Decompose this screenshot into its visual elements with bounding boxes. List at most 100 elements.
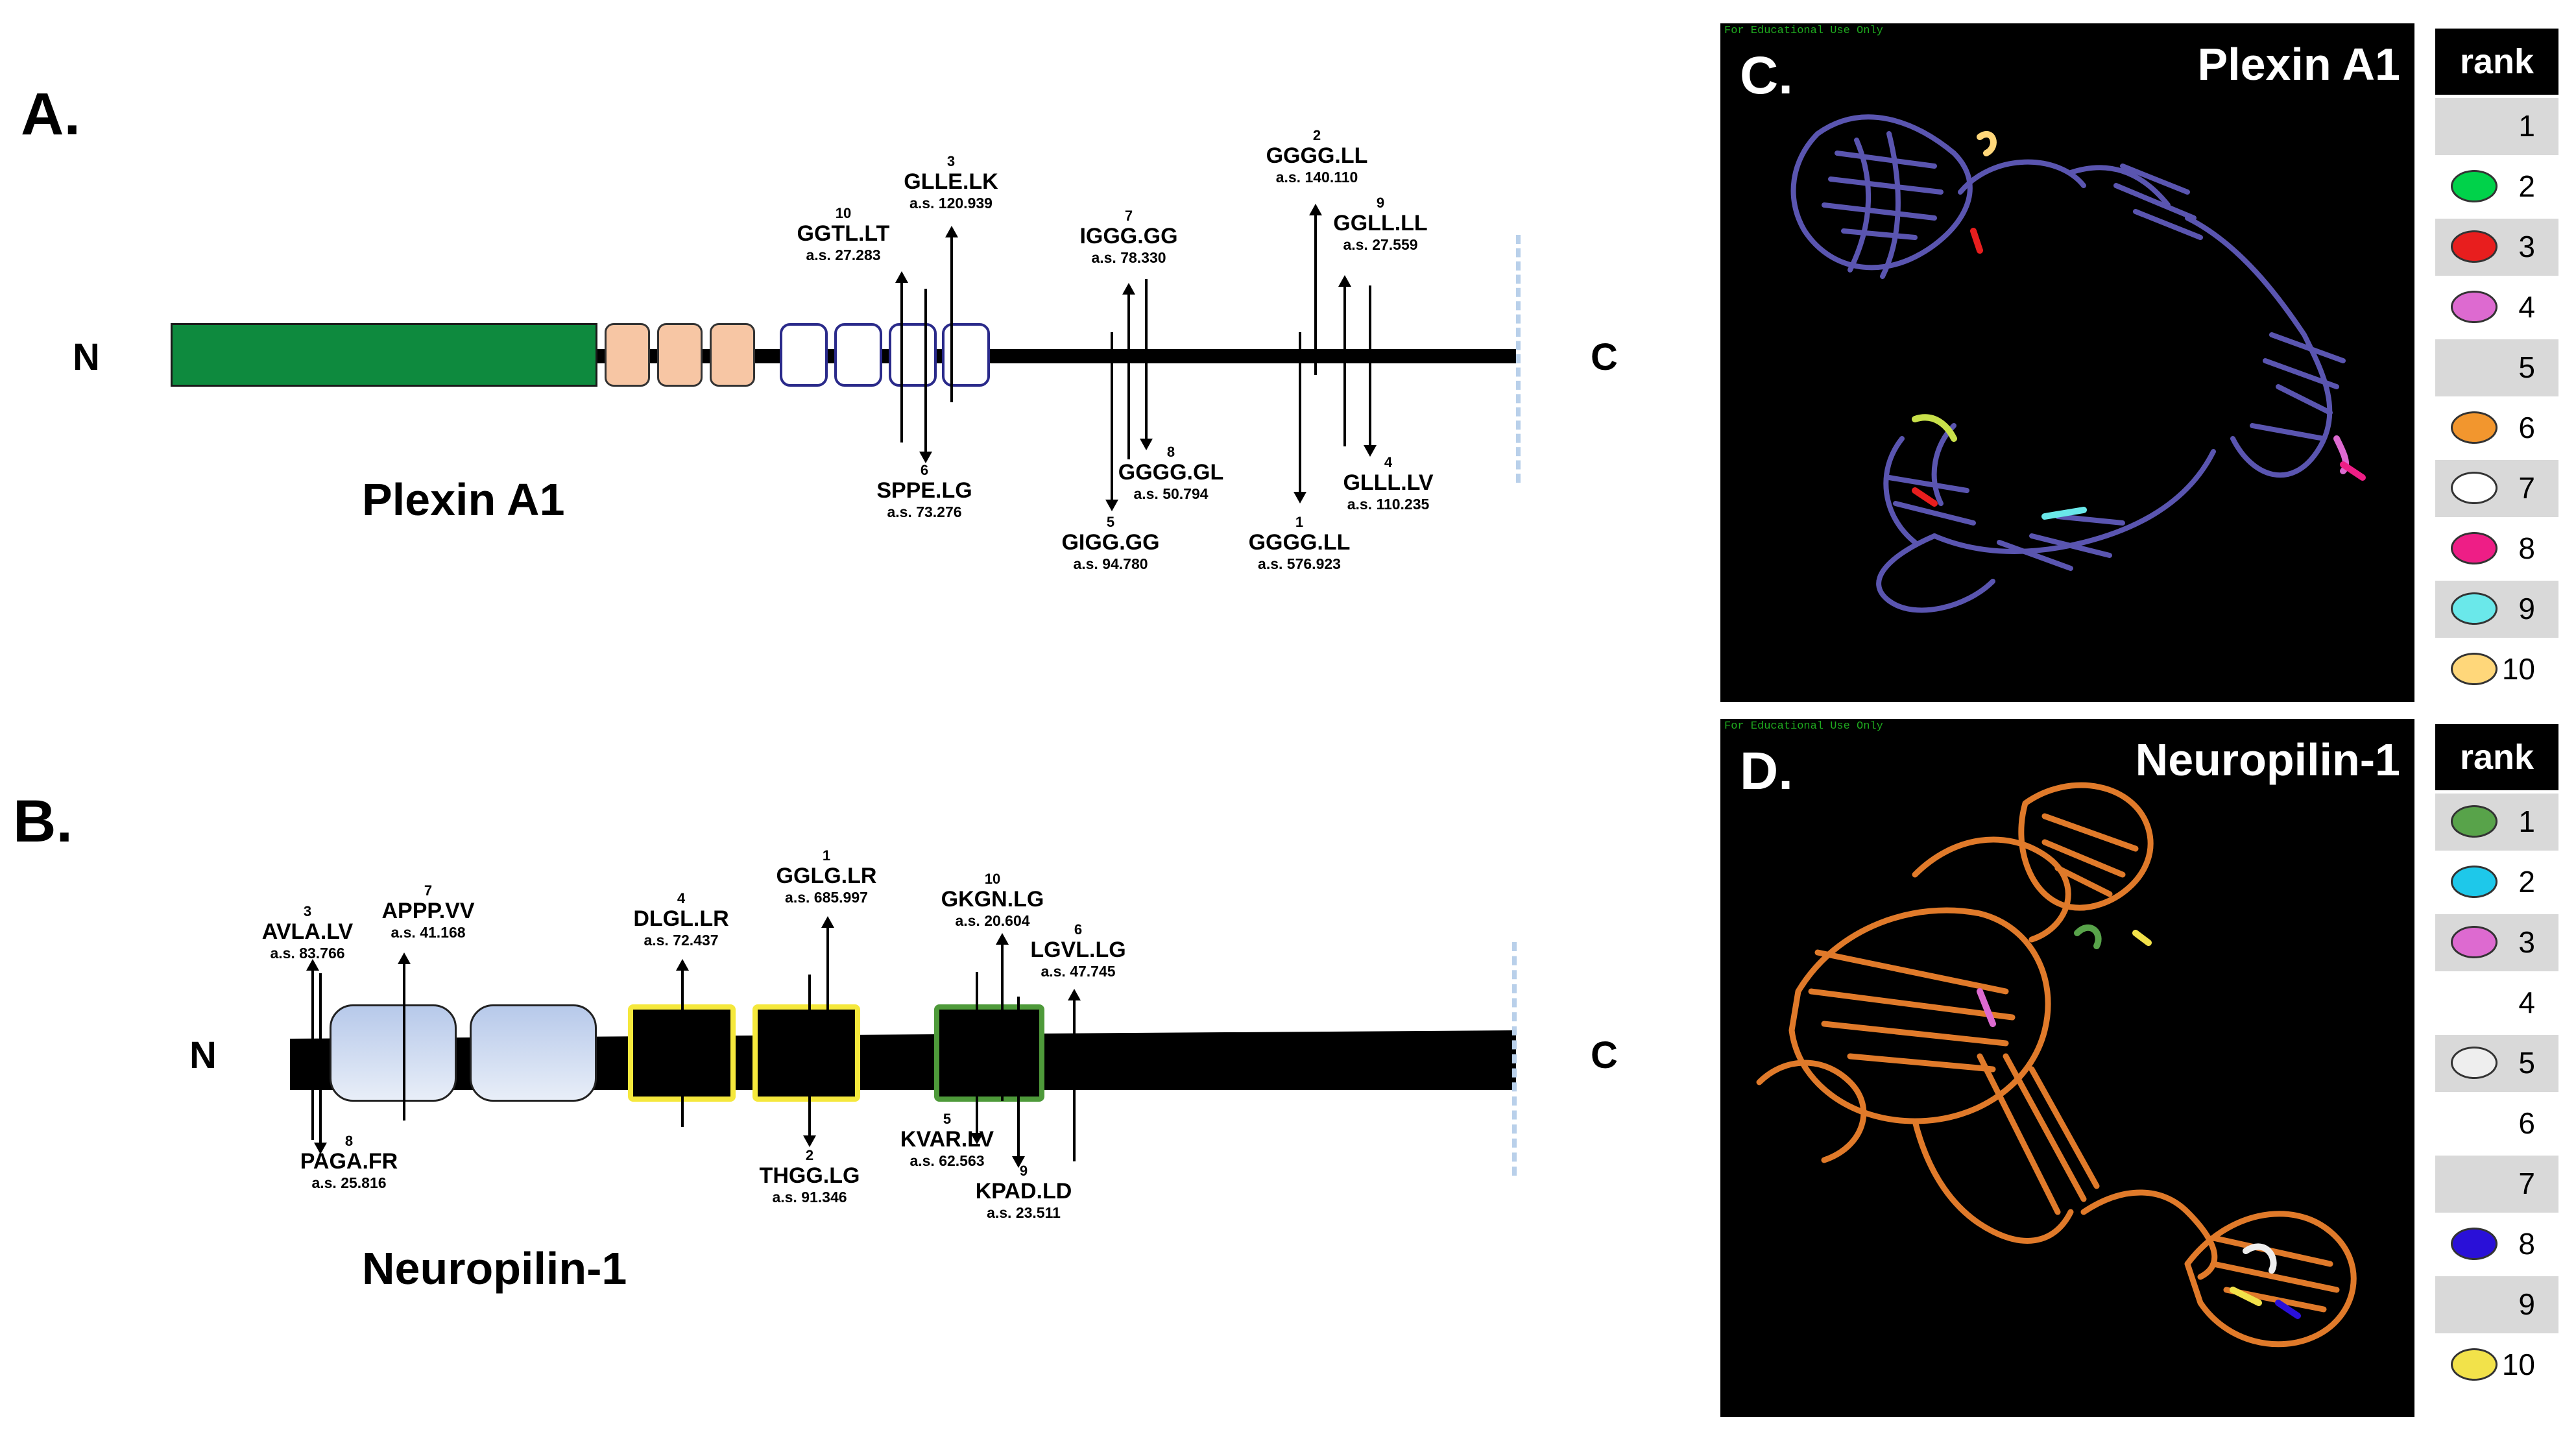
neuropilin-arrow-8 xyxy=(314,973,327,1154)
plexin-c-terminus: C xyxy=(1591,336,1618,378)
plexin-rank-row: 4 xyxy=(2435,279,2558,336)
plexin-structure-title: Plexin A1 xyxy=(2197,39,2400,90)
plexin-watermark: For Educational Use Only xyxy=(1724,25,1883,37)
neuropilin-rank-row: 4 xyxy=(2518,986,2535,1019)
rank-color-swatch xyxy=(2451,1348,2498,1381)
neuropilin-rank-row: 5 xyxy=(2435,1035,2558,1092)
plexin-ipt-domain-2 xyxy=(834,323,882,387)
plexin-arrow-3 xyxy=(945,226,958,402)
plexin-arrow-8 xyxy=(1140,279,1153,450)
plexin-arrow-9 xyxy=(1338,275,1351,446)
neuropilin-cub-domain-1 xyxy=(330,1004,457,1102)
neuropilin-arrow-7 xyxy=(398,952,411,1121)
plexin-name: Plexin A1 xyxy=(362,474,565,525)
plexin-rank-header: rank xyxy=(2435,29,2558,95)
neuropilin-arrow-4 xyxy=(676,959,689,1127)
rank-color-swatch xyxy=(2451,532,2498,564)
neuropilin-rank-row: 7 xyxy=(2435,1156,2558,1213)
plexin-arrow-10 xyxy=(895,271,908,442)
plexin-arrow-6 xyxy=(919,289,932,463)
neuropilin-rank-row: 2 xyxy=(2435,854,2558,911)
plexin-arrow-5 xyxy=(1105,332,1118,511)
rank-color-swatch xyxy=(2451,1228,2498,1260)
panel-d-label: D. xyxy=(1740,742,1793,801)
neuropilin-arrow-6 xyxy=(1068,989,1081,1161)
plexin-n-terminus: N xyxy=(73,336,100,378)
plexin-arrow-4 xyxy=(1364,285,1377,457)
plexin-psi-domain-1 xyxy=(605,323,650,387)
plexin-ipt-domain-4 xyxy=(942,323,990,387)
plexin-structure-render: For Educational Use Only C. Plexin A1 xyxy=(1720,23,2414,702)
neuropilin-arrow-9 xyxy=(1012,997,1025,1168)
rank-color-swatch xyxy=(2451,472,2498,504)
rank-color-swatch xyxy=(2451,805,2498,838)
plexin-arrow-7 xyxy=(1122,283,1135,459)
panel-b-label: B. xyxy=(13,788,73,854)
rank-color-swatch xyxy=(2451,411,2498,444)
plexin-rank-row: 10 xyxy=(2435,641,2558,698)
neuropilin-mam-domain xyxy=(934,1004,1044,1102)
neuropilin-arrow-1 xyxy=(821,916,834,1094)
neuropilin-rank-row: 8 xyxy=(2435,1216,2558,1273)
neuropilin-ribbon-image xyxy=(1756,782,2357,1348)
rank-color-swatch xyxy=(2451,592,2498,625)
plexin-ipt-domain-3 xyxy=(889,323,937,387)
neuropilin-rank-row: 10 xyxy=(2435,1337,2558,1394)
neuropilin-fv-domain-2 xyxy=(752,1004,860,1102)
neuropilin-c-terminus: C xyxy=(1591,1034,1618,1076)
plexin-psi-domain-2 xyxy=(657,323,703,387)
plexin-rank-row: 6 xyxy=(2435,400,2558,457)
plexin-rank-row: 1 xyxy=(2435,98,2558,155)
plexin-rank-row: 9 xyxy=(2435,581,2558,638)
plexin-rank-legend: rank 1 2 3 4 5 6 7 8 9 10 xyxy=(2435,29,2558,698)
neuropilin-rank-header: rank xyxy=(2435,724,2558,790)
neuropilin-arrow-3 xyxy=(306,959,319,1140)
rank-color-swatch xyxy=(2451,291,2498,323)
rank-color-swatch xyxy=(2451,1047,2498,1079)
neuropilin-arrow-10 xyxy=(996,933,1009,1101)
rank-color-swatch xyxy=(2451,926,2498,958)
plexin-sema-domain xyxy=(171,323,597,387)
neuropilin-n-terminus: N xyxy=(189,1034,217,1076)
neuropilin-structure-render: For Educational Use Only D. Neuropilin-1 xyxy=(1720,719,2414,1417)
rank-color-swatch xyxy=(2451,230,2498,263)
plexin-rank-row: 5 xyxy=(2435,339,2558,396)
plexin-ribbon-image xyxy=(1790,114,2366,613)
panel-a-label: A. xyxy=(21,81,80,147)
neuropilin-structure-title: Neuropilin-1 xyxy=(2135,734,2400,785)
neuropilin-rank-row: 3 xyxy=(2435,914,2558,971)
neuropilin-rank-row: 6 xyxy=(2518,1106,2535,1140)
plexin-rank-row: 3 xyxy=(2435,219,2558,276)
neuropilin-watermark: For Educational Use Only xyxy=(1724,720,1883,733)
neuropilin-rank-legend: rank 1 2 3 4 5 6 7 8 9 10 xyxy=(2435,724,2558,1394)
neuropilin-name: Neuropilin-1 xyxy=(362,1243,627,1294)
neuropilin-arrow-5 xyxy=(970,972,983,1145)
neuropilin-dashed-end xyxy=(1512,942,1517,1176)
neuropilin-rank-row: 1 xyxy=(2435,794,2558,851)
neuropilin-rank-row: 9 xyxy=(2435,1276,2558,1333)
plexin-psi-domain-3 xyxy=(710,323,755,387)
rank-color-swatch xyxy=(2451,866,2498,898)
panel-c-label: C. xyxy=(1740,46,1793,105)
plexin-arrow-2 xyxy=(1309,204,1322,375)
rank-color-swatch xyxy=(2451,170,2498,202)
